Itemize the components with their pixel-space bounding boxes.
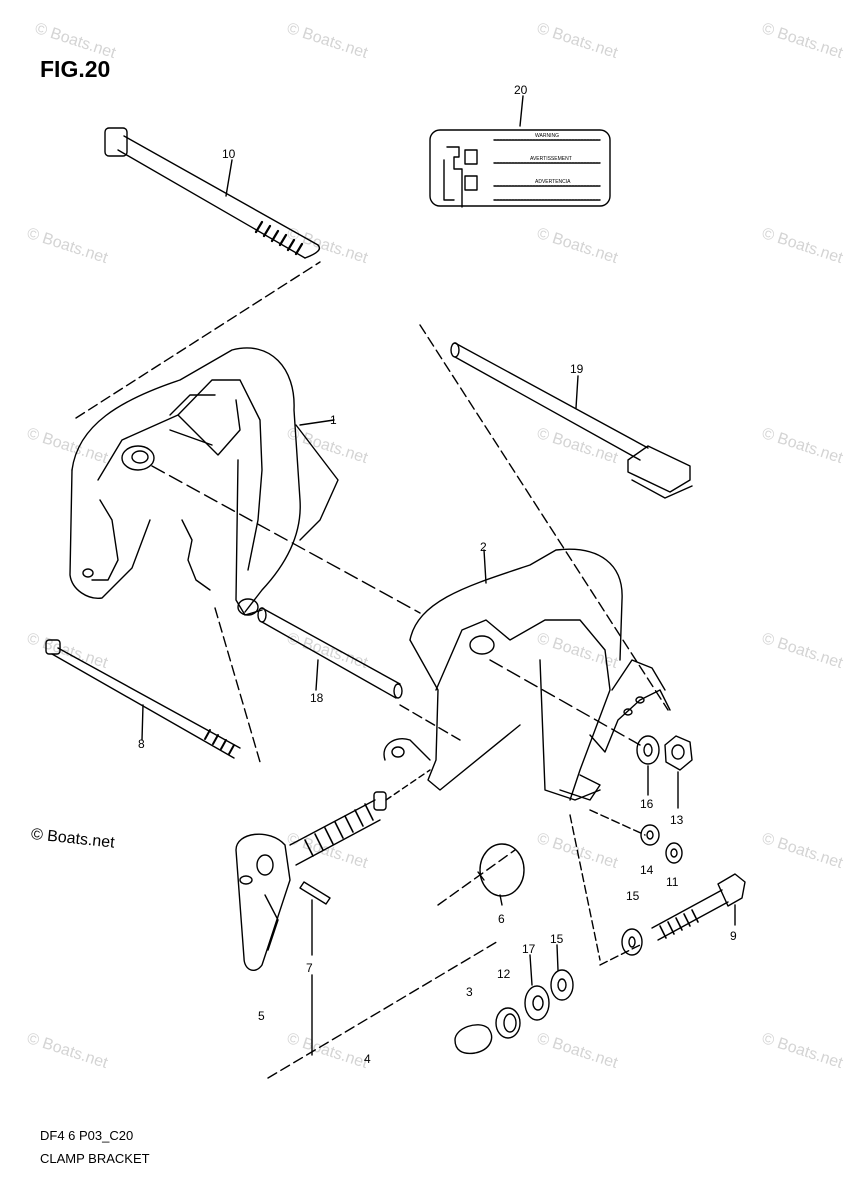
part-number: 20 <box>514 83 528 97</box>
leader-line <box>599 944 641 966</box>
clamp-screw-5 <box>235 769 431 972</box>
part-number: 4 <box>364 1052 371 1066</box>
bolt-8 <box>45 639 241 759</box>
part-number: 19 <box>570 362 584 376</box>
part-number: 10 <box>222 147 236 161</box>
part-number: 15 <box>626 889 640 903</box>
washer-15 <box>550 944 574 1001</box>
part-number: 18 <box>310 691 324 705</box>
part-number: 8 <box>138 737 145 751</box>
grip-3 <box>454 1024 493 1055</box>
nut-13 <box>664 735 693 809</box>
part-number: 13 <box>670 813 684 827</box>
pin-18 <box>257 607 461 741</box>
warning-label-20 <box>429 95 611 208</box>
part-number: 11 <box>666 875 679 889</box>
part-number: 3 <box>466 985 473 999</box>
leader-line <box>419 324 669 711</box>
part-number: 15 <box>550 932 564 946</box>
part-number: 16 <box>640 797 654 811</box>
part-number: 6 <box>498 912 505 926</box>
nut-11 <box>665 842 683 864</box>
leader-line <box>267 939 501 1079</box>
leader-line <box>75 261 321 419</box>
clamp-bracket-1 <box>69 347 421 616</box>
figure-title: FIG.20 <box>40 56 111 82</box>
decal-warning-line: WARNING <box>535 133 559 139</box>
clamp-bracket-2 <box>383 548 671 801</box>
part-number: 7 <box>306 961 313 975</box>
bolt-10 <box>104 127 321 259</box>
part-number: 2 <box>480 540 487 554</box>
cap-6 <box>437 843 525 906</box>
leader-line <box>569 814 601 961</box>
rod-19 <box>450 342 693 499</box>
part-number: 5 <box>258 1009 265 1023</box>
part-number: 1 <box>330 413 337 427</box>
figure-name: CLAMP BRACKET <box>40 1151 150 1166</box>
leader-line <box>214 607 261 763</box>
leader-line <box>589 809 646 836</box>
part-number: 9 <box>730 929 737 943</box>
figure-code: DF4 6 P03_C20 <box>40 1128 134 1143</box>
part-number: 12 <box>497 967 511 981</box>
part-number: 14 <box>640 863 654 877</box>
decal-warning-line: AVERTISSEMENT <box>530 156 572 162</box>
decal-warning-line: ADVERTENCIA <box>535 179 571 185</box>
pin-7 <box>299 881 331 956</box>
washer-16 <box>636 735 660 796</box>
bolt-9 <box>621 873 746 956</box>
washer-17 <box>524 954 550 1021</box>
bushing-12 <box>495 1007 521 1039</box>
washer-14 <box>640 824 660 846</box>
part-number: 17 <box>522 942 536 956</box>
